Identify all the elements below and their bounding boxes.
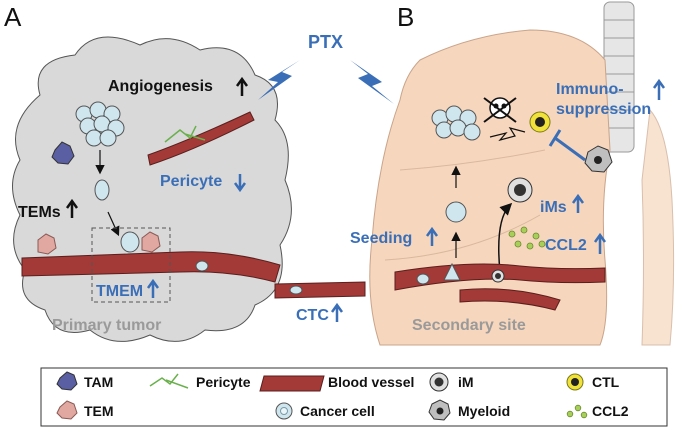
tmem-up-arrow-icon bbox=[146, 278, 160, 298]
panel-b: B Immuno- suppression bbox=[350, 1, 675, 346]
skull-icon bbox=[483, 97, 517, 123]
tem-cell-1 bbox=[37, 233, 57, 255]
legend: TAM Pericyte Blood vessel iM CTL TEM Can… bbox=[40, 367, 668, 427]
angiogenesis-label: Angiogenesis bbox=[108, 78, 213, 95]
legend-ccl2-label: CCL2 bbox=[592, 403, 629, 419]
lightning-right-icon bbox=[350, 60, 394, 104]
tmem-label: TMEM bbox=[96, 283, 143, 300]
primary-tumor-label: Primary tumor bbox=[52, 317, 161, 334]
migrating-cancer-cell bbox=[94, 179, 110, 201]
legend-myeloid-label: Myeloid bbox=[458, 403, 510, 419]
im-cell-icon-nucleus bbox=[434, 377, 444, 387]
center-section: PTX CTC bbox=[258, 32, 394, 324]
ims-label: iMs bbox=[540, 199, 567, 216]
secondary-site-label: Secondary site bbox=[412, 317, 526, 334]
lightning-left-icon bbox=[258, 60, 300, 100]
cancer-cell-icon-nucleus bbox=[280, 407, 288, 415]
pericyte-icon bbox=[164, 125, 206, 143]
ptx-label: PTX bbox=[308, 32, 343, 52]
im-recruit-arrow bbox=[498, 202, 513, 273]
ctc-label: CTC bbox=[296, 307, 329, 324]
tam-cell-icon bbox=[56, 371, 78, 391]
vessel-im-nucleus bbox=[495, 273, 501, 279]
ctc-cell bbox=[289, 285, 303, 295]
blood-vessel-icon bbox=[259, 375, 325, 392]
seeding-label: Seeding bbox=[350, 230, 412, 247]
panel-a: A Angiogenesis Pericyte TEMs bbox=[4, 2, 292, 342]
immuno-label-line2: suppression bbox=[556, 101, 651, 118]
immuno-label-line1: Immuno- bbox=[556, 81, 624, 98]
tmem-cancer-cell bbox=[120, 231, 140, 253]
legend-ctl-label: CTL bbox=[592, 374, 620, 390]
legend-tem-label: TEM bbox=[84, 403, 114, 419]
legend-blood-vessel-label: Blood vessel bbox=[328, 374, 414, 390]
ims-up-arrow-icon bbox=[571, 193, 585, 213]
ctl-cell bbox=[529, 111, 551, 133]
ctc-vessel bbox=[274, 281, 366, 299]
ctl-cell-icon-nucleus bbox=[571, 378, 579, 386]
seeding-up-arrow-icon bbox=[425, 226, 439, 246]
legend-box bbox=[40, 367, 668, 427]
lung-shape bbox=[369, 29, 611, 346]
immuno-up-arrow-icon bbox=[652, 78, 666, 100]
seeding-cancer-cell bbox=[445, 201, 467, 223]
intravasated-cancer-cell bbox=[195, 260, 209, 272]
ccl2-label: CCL2 bbox=[545, 237, 587, 254]
panel-a-letter: A bbox=[4, 2, 22, 32]
ctc-up-arrow-icon bbox=[330, 302, 344, 322]
legend-cancer-cell-label: Cancer cell bbox=[300, 403, 375, 419]
ccl2-dots bbox=[508, 226, 546, 250]
inhibition-t-bar bbox=[548, 129, 586, 162]
blood-vessel-b-branch bbox=[459, 288, 561, 311]
myeloid-nucleus bbox=[594, 156, 602, 164]
killing-zigzag-arrow bbox=[489, 127, 526, 142]
vessel-cancer-cell-1 bbox=[416, 273, 430, 285]
legend-tam-label: TAM bbox=[84, 374, 113, 390]
tems-up-arrow-icon bbox=[65, 198, 79, 218]
myeloid-cell-icon-nucleus bbox=[436, 407, 444, 415]
tmem-box bbox=[91, 227, 171, 303]
tam-cell bbox=[51, 141, 75, 165]
im-cell bbox=[507, 177, 533, 203]
pericyte-icon bbox=[149, 373, 189, 389]
cancer-cell-cluster-a bbox=[75, 101, 125, 147]
pericyte-down-arrow-icon bbox=[233, 174, 247, 193]
angiogenesis-up-arrow-icon bbox=[235, 76, 249, 96]
ccl2-dots-icon bbox=[566, 404, 588, 419]
legend-im-label: iM bbox=[458, 374, 474, 390]
tems-label: TEMs bbox=[18, 204, 61, 221]
tem-cell-icon bbox=[56, 400, 78, 420]
panel-b-letter: B bbox=[397, 2, 414, 32]
tem-cell-2 bbox=[141, 231, 161, 253]
blood-vessel-a bbox=[21, 251, 281, 283]
lung-right-lobe bbox=[641, 108, 675, 346]
pericyte-label: Pericyte bbox=[160, 173, 222, 190]
lung-fissures bbox=[384, 149, 546, 261]
cancer-cell-cluster-b bbox=[431, 105, 481, 141]
migration-arrow-2 bbox=[107, 211, 120, 237]
extravasating-cancer-cell bbox=[443, 262, 461, 281]
legend-pericyte-label: Pericyte bbox=[196, 374, 251, 390]
ccl2-up-arrow-icon bbox=[593, 232, 607, 254]
